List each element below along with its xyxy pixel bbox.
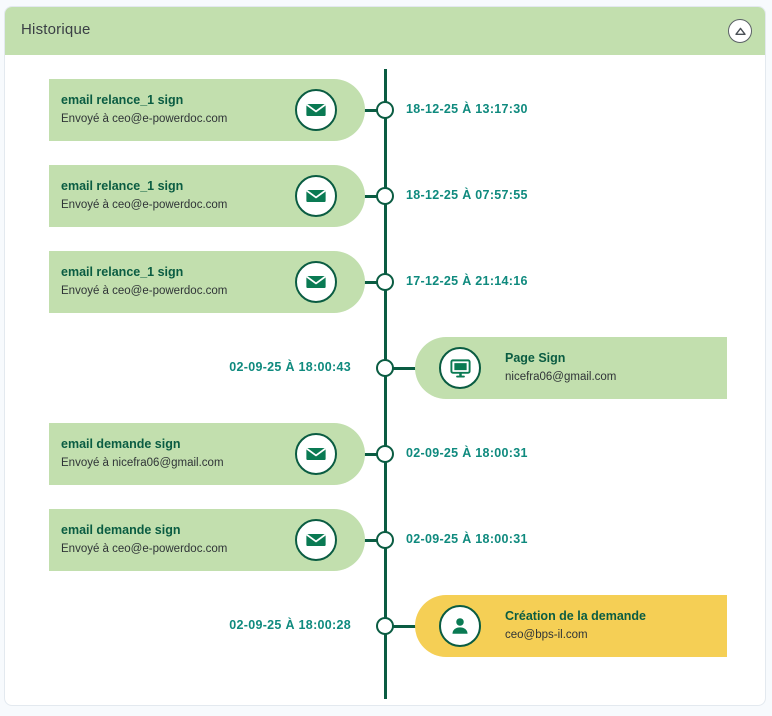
- envelope-icon: [295, 175, 337, 217]
- panel-header: Historique: [5, 7, 765, 55]
- entry-timestamp: 02-09-25 À 18:00:28: [229, 618, 351, 632]
- entry-title: Page Sign: [505, 351, 566, 365]
- entry-text: Création de la demande ceo@bps-il.com: [505, 608, 725, 643]
- entry-title: email relance_1 sign: [61, 179, 184, 193]
- entry-timestamp: 02-09-25 À 18:00:31: [406, 532, 528, 546]
- entry-subtitle: nicefra06@gmail.com: [505, 371, 617, 383]
- entry-title: email relance_1 sign: [61, 93, 184, 107]
- timeline-entry: Page Sign nicefra06@gmail.com 02-09-25 À 1…: [5, 337, 765, 399]
- entry-subtitle: Envoyé à ceo@e-powerdoc.com: [61, 199, 228, 211]
- envelope-icon: [295, 433, 337, 475]
- timeline-entry: Création de la demande ceo@bps-il.com 02-0…: [5, 595, 765, 657]
- monitor-icon: [439, 347, 481, 389]
- entry-subtitle: Envoyé à ceo@e-powerdoc.com: [61, 543, 228, 555]
- entry-text: Page Sign nicefra06@gmail.com: [505, 350, 725, 385]
- chevron-up-icon[interactable]: [728, 19, 752, 43]
- entry-timestamp: 18-12-25 À 07:57:55: [406, 188, 528, 202]
- entry-title: email demande sign: [61, 523, 181, 537]
- envelope-icon: [295, 261, 337, 303]
- timeline-node: [376, 531, 394, 549]
- entry-title: email demande sign: [61, 437, 181, 451]
- entry-timestamp: 02-09-25 À 18:00:31: [406, 446, 528, 460]
- entry-subtitle: Envoyé à nicefra06@gmail.com: [61, 457, 224, 469]
- entry-title: email relance_1 sign: [61, 265, 184, 279]
- entry-subtitle: ceo@bps-il.com: [505, 629, 588, 641]
- entry-timestamp: 02-09-25 À 18:00:43: [229, 360, 351, 374]
- entry-timestamp: 17-12-25 À 21:14:16: [406, 274, 528, 288]
- envelope-icon: [295, 89, 337, 131]
- timeline-node: [376, 359, 394, 377]
- timeline-node: [376, 187, 394, 205]
- entry-timestamp: 18-12-25 À 13:17:30: [406, 102, 528, 116]
- entry-title: Création de la demande: [505, 609, 647, 623]
- page-title: Historique: [21, 21, 91, 38]
- timeline-node: [376, 273, 394, 291]
- person-icon: [439, 605, 481, 647]
- timeline-node: [376, 617, 394, 635]
- envelope-icon: [295, 519, 337, 561]
- timeline-node: [376, 101, 394, 119]
- timeline-spine: [384, 69, 387, 699]
- entry-subtitle: Envoyé à ceo@e-powerdoc.com: [61, 113, 228, 125]
- entry-subtitle: Envoyé à ceo@e-powerdoc.com: [61, 285, 228, 297]
- timeline-node: [376, 445, 394, 463]
